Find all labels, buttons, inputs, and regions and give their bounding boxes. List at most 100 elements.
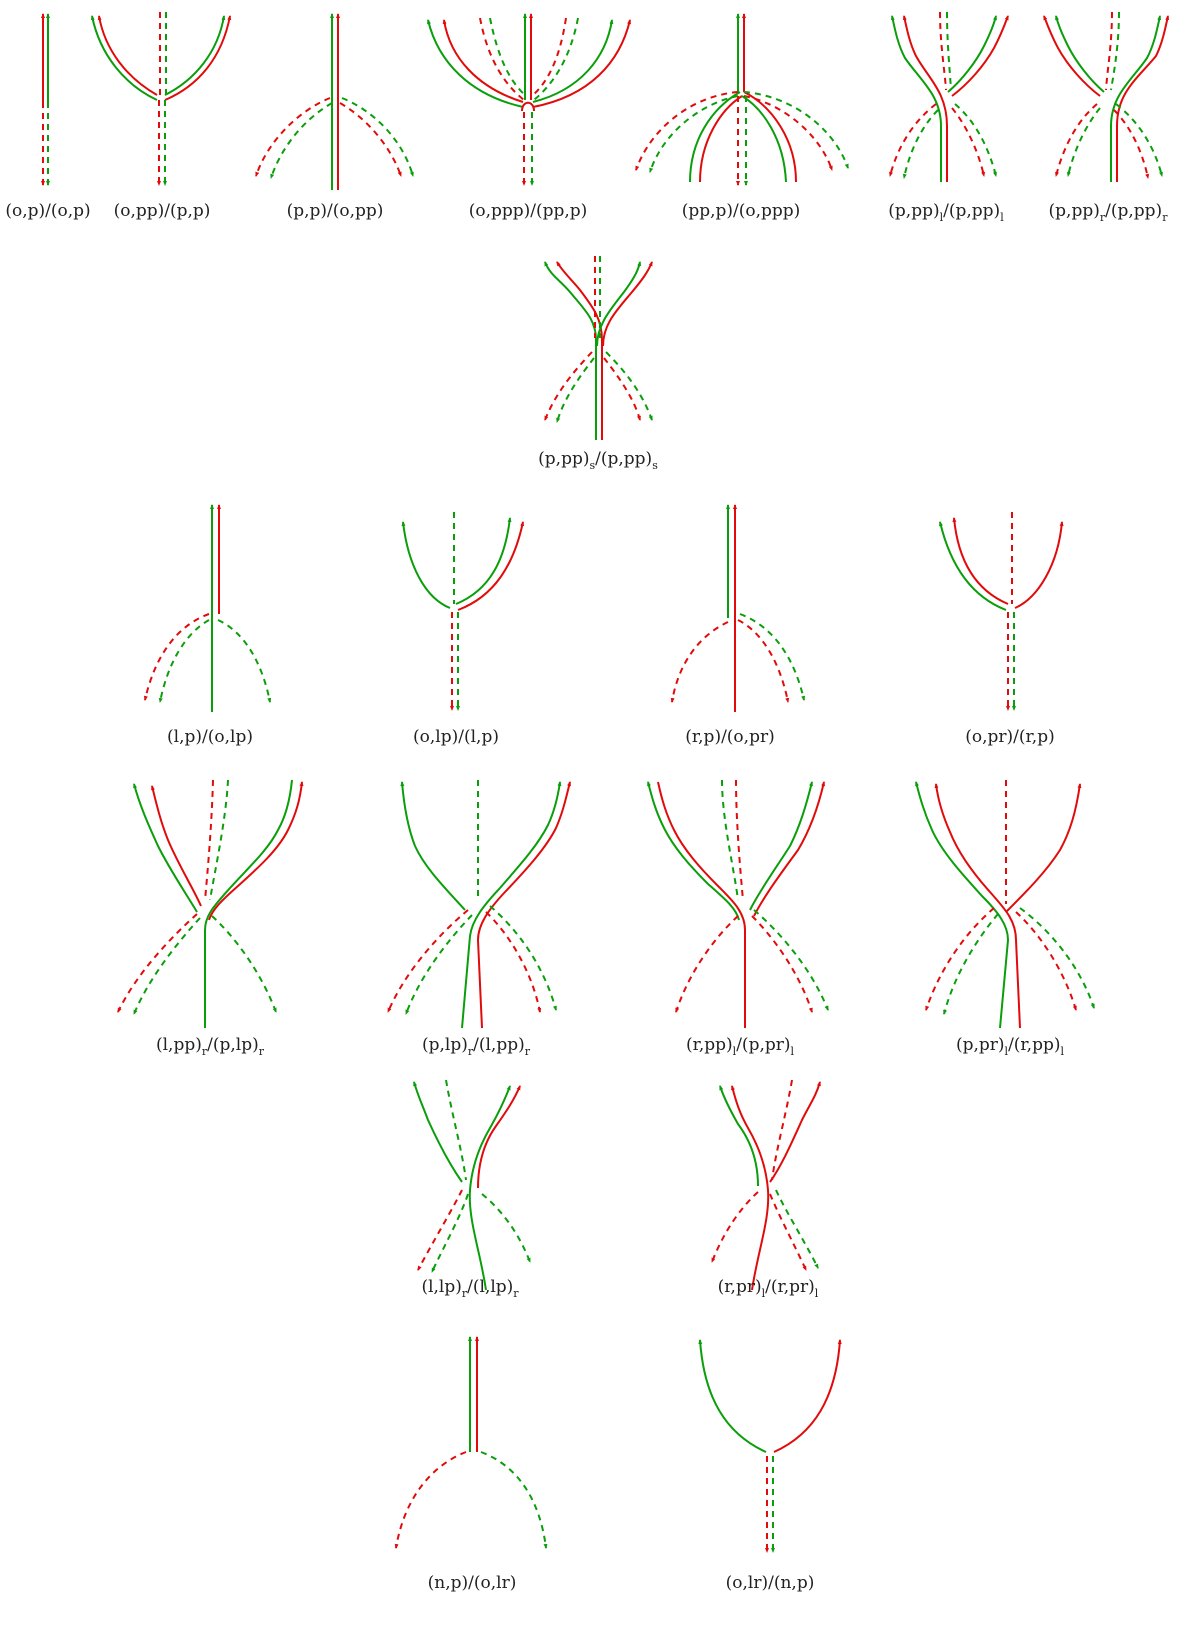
red-solid-strand	[97, 15, 158, 96]
red-solid-strand	[753, 781, 826, 917]
green-solid-strand	[741, 95, 787, 183]
red-dashed-strand	[751, 915, 813, 1013]
green-solid-strand	[647, 781, 740, 921]
green-solid-strand	[596, 261, 642, 347]
red-dashed-strand	[417, 1189, 463, 1271]
red-dashed-strand	[771, 1079, 793, 1181]
red-solid-strand	[934, 783, 1021, 1029]
red-solid-strand	[164, 15, 232, 101]
green-dashed-strand	[341, 97, 414, 177]
red-dashed-strand	[925, 907, 995, 1011]
green-solid-strand	[1055, 15, 1105, 93]
caption: (o,pr)/(r,p)	[965, 727, 1054, 747]
green-dashed-strand	[1066, 107, 1101, 177]
red-solid-strand	[602, 261, 653, 347]
red-dashed-strand	[485, 911, 542, 1013]
red-dashed-strand	[743, 95, 833, 171]
caption: (o,lr)/(n,p)	[726, 1573, 815, 1593]
diagram-o-pp-p-p: (o,pp)/(p,p)	[90, 12, 232, 221]
green-dashed-strand	[649, 95, 739, 173]
diagram-o-lp-l-p: (o,lp)/(l,p)	[401, 512, 525, 747]
green-dashed-strand	[133, 917, 201, 1015]
red-dashed-strand	[255, 97, 331, 177]
red-dashed-strand	[675, 915, 739, 1013]
red-solid-strand	[743, 91, 797, 183]
green-solid-strand	[915, 781, 1009, 1029]
red-solid-strand	[657, 781, 746, 1028]
red-dashed-strand	[951, 107, 986, 177]
caption: (o,pp)/(p,p)	[114, 201, 211, 221]
red-dashed-strand	[1015, 911, 1077, 1011]
caption: (pp,p)/(o,ppp)	[682, 201, 801, 221]
red-dashed-strand	[204, 779, 214, 901]
red-solid-strand	[532, 19, 632, 108]
green-solid-strand	[401, 521, 451, 609]
green-dashed-strand	[489, 905, 557, 1011]
green-solid-strand	[461, 781, 562, 1029]
green-solid-strand	[90, 15, 158, 101]
green-dashed-strand	[480, 1451, 548, 1549]
green-solid-strand	[544, 261, 597, 440]
red-solid-strand	[442, 19, 524, 103]
green-solid-strand	[426, 19, 524, 108]
green-dashed-strand	[211, 915, 277, 1013]
green-dashed-strand	[431, 1193, 469, 1273]
red-solid-strand	[477, 781, 571, 1029]
green-solid-strand	[133, 783, 198, 913]
red-dashed-strand	[635, 91, 739, 171]
red-solid-strand	[151, 785, 202, 907]
diagram-l-lp-r: (l,lp)r/(l,lp)r	[413, 1079, 531, 1300]
red-dashed-strand	[737, 619, 790, 703]
green-solid-strand	[689, 91, 741, 183]
caption: (r,p)/(o,pr)	[685, 727, 774, 747]
green-dashed-strand	[533, 17, 579, 101]
green-dashed-strand	[209, 779, 229, 901]
caption: (p,lp)r/(l,pp)r	[422, 1035, 531, 1058]
green-dashed-strand	[753, 909, 829, 1011]
green-solid-strand	[938, 521, 1007, 611]
green-solid-strand	[719, 1085, 759, 1187]
red-dashed-strand	[394, 1451, 467, 1549]
diagram-p-p-o-pp: (p,p)/(o,pp)	[255, 13, 414, 221]
green-solid-strand	[204, 779, 293, 1028]
red-solid-strand	[731, 1085, 770, 1291]
red-dashed-strand	[544, 351, 593, 421]
green-solid-strand	[400, 781, 466, 911]
red-dashed-strand	[769, 1193, 807, 1271]
red-dashed-strand	[1055, 103, 1098, 177]
green-solid-strand	[164, 15, 226, 96]
green-solid-strand	[1110, 15, 1162, 182]
green-dashed-strand	[943, 913, 999, 1015]
green-dashed-strand	[445, 1079, 467, 1181]
red-dashed-strand	[531, 17, 567, 97]
green-solid-strand	[455, 517, 512, 605]
diagram-p-lp-r: (p,lp)r/(l,pp)r	[387, 780, 571, 1058]
caption: (p,p)/(o,pp)	[287, 201, 384, 221]
diagram-o-ppp-pp-p: (o,ppp)/(pp,p)	[426, 13, 632, 221]
red-solid-strand	[769, 1081, 821, 1183]
green-dashed-strand	[1115, 103, 1163, 177]
caption: (o,p)/(o,p)	[5, 201, 90, 221]
red-solid-strand	[1005, 783, 1082, 913]
red-dashed-strand	[479, 17, 525, 101]
red-dashed-strand	[670, 621, 729, 703]
diagram-r-pr-l: (r,pr)l/(r,pr)l	[711, 1079, 821, 1300]
red-solid-strand	[952, 517, 1009, 605]
green-dashed-strand	[954, 103, 997, 177]
green-solid-strand	[698, 1339, 767, 1453]
red-solid-strand	[1014, 521, 1064, 609]
green-solid-strand	[413, 1081, 463, 1183]
caption: (n,p)/(o,lr)	[428, 1573, 517, 1593]
caption: (l,p)/(o,lp)	[167, 727, 253, 747]
diagram-r-pp-l: (r,pp)l/(p,pr)l	[647, 779, 829, 1058]
red-dashed-strand	[339, 102, 402, 177]
green-dashed-strand	[605, 351, 653, 421]
red-dashed-strand	[603, 357, 641, 421]
green-dashed-strand	[270, 102, 333, 179]
green-solid-strand	[749, 781, 813, 911]
red-solid-strand	[773, 1339, 842, 1453]
caption: (l,pp)r/(p,lp)r	[156, 1035, 265, 1058]
caption: (r,pr)l/(r,pr)l	[718, 1277, 819, 1300]
red-solid-strand	[1043, 15, 1101, 97]
red-solid-strand	[699, 95, 743, 183]
